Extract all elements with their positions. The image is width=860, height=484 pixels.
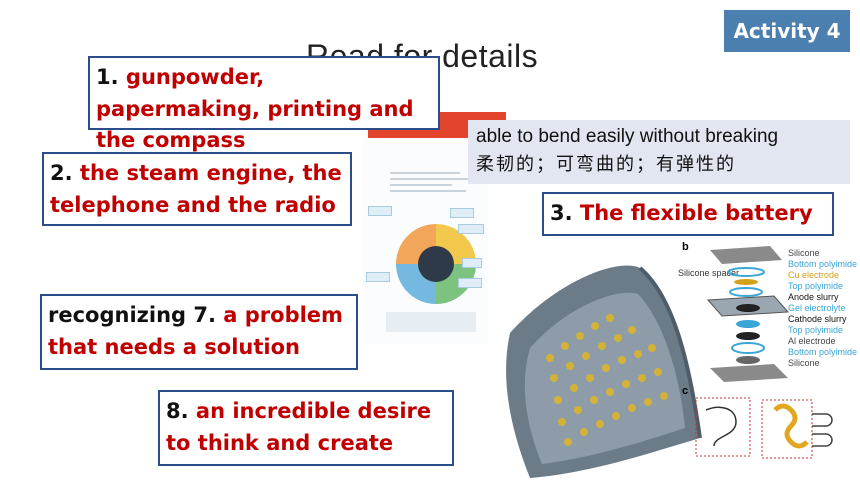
mind-map-tag (368, 206, 392, 216)
text-line (390, 178, 470, 180)
layer-label: Silicone (788, 358, 820, 368)
definition-english: able to bend easily without breaking (476, 126, 779, 147)
answer-number: 1. (96, 65, 119, 89)
answer-text: a problem that needs a solution (48, 303, 343, 359)
layer-label: Gel electrolyte (788, 303, 846, 313)
layer-label: Cathode slurry (788, 314, 847, 324)
serpentine-outline (812, 413, 833, 447)
flexible-battery-figure: b Silicone spacer Silicone Bottom polyim… (506, 241, 857, 478)
zoom-box-detail (761, 399, 813, 459)
layer-label: Silicone (788, 248, 820, 258)
question-box (386, 312, 476, 332)
answer-box-7: recognizing 7. a problem that needs a so… (40, 294, 358, 370)
mind-map-tag (458, 278, 482, 288)
answer-text: The flexible battery (579, 201, 813, 225)
answer-box-3: 3. The flexible battery (542, 192, 834, 236)
definition-chinese: 柔韧的；可弯曲的；有弹性的 (476, 154, 736, 175)
mind-map-center (418, 246, 454, 282)
answer-text: an incredible desire to think and create (166, 399, 432, 455)
panel-label-c: c (682, 385, 688, 397)
layer-legend: Silicone Bottom polyimide Cu electrode T… (788, 248, 857, 368)
zoom-box (695, 397, 751, 457)
layer-label: Cu electrode (788, 270, 839, 280)
layer-label: Anode slurry (788, 292, 839, 302)
answer-number: 8. (166, 399, 189, 423)
layer-label: Al electrode (788, 336, 836, 346)
textbook-page-image (362, 112, 488, 344)
layer-label: Bottom polyimide (788, 259, 857, 269)
answer-box-8: 8. an incredible desire to think and cre… (158, 390, 454, 466)
layer-label: Top polyimide (788, 325, 843, 335)
panel-label-b: b (682, 241, 689, 253)
layer-stack (706, 246, 790, 382)
answer-text: gunpowder, papermaking, printing and the… (96, 65, 414, 152)
serpentine-wire (705, 406, 737, 447)
serpentine-detail (773, 403, 809, 449)
mind-map-tag (458, 224, 484, 234)
activity-badge: Activity 4 (724, 10, 850, 52)
definition-note: able to bend easily without breaking 柔韧的… (468, 120, 850, 184)
text-line (390, 190, 466, 192)
layer-label: Bottom polyimide (788, 347, 857, 357)
layer-label: Top polyimide (788, 281, 843, 291)
answer-box-1: 1. gunpowder, papermaking, printing and … (88, 56, 440, 152)
answer-box-2: 2. the steam engine, the telephone and t… (42, 152, 352, 226)
battery-cells (546, 314, 668, 446)
mind-map-tag (462, 258, 482, 268)
mind-map-tag (366, 272, 390, 282)
text-line (390, 184, 452, 186)
answer-number: 3. (550, 201, 573, 225)
answer-text: the steam engine, the telephone and the … (50, 161, 342, 217)
text-line (390, 172, 460, 174)
spacer-label: Silicone spacer (678, 268, 739, 278)
answer-number: 2. (50, 161, 73, 185)
mind-map-tag (450, 208, 474, 218)
answer-prefix: recognizing 7. (48, 303, 216, 327)
